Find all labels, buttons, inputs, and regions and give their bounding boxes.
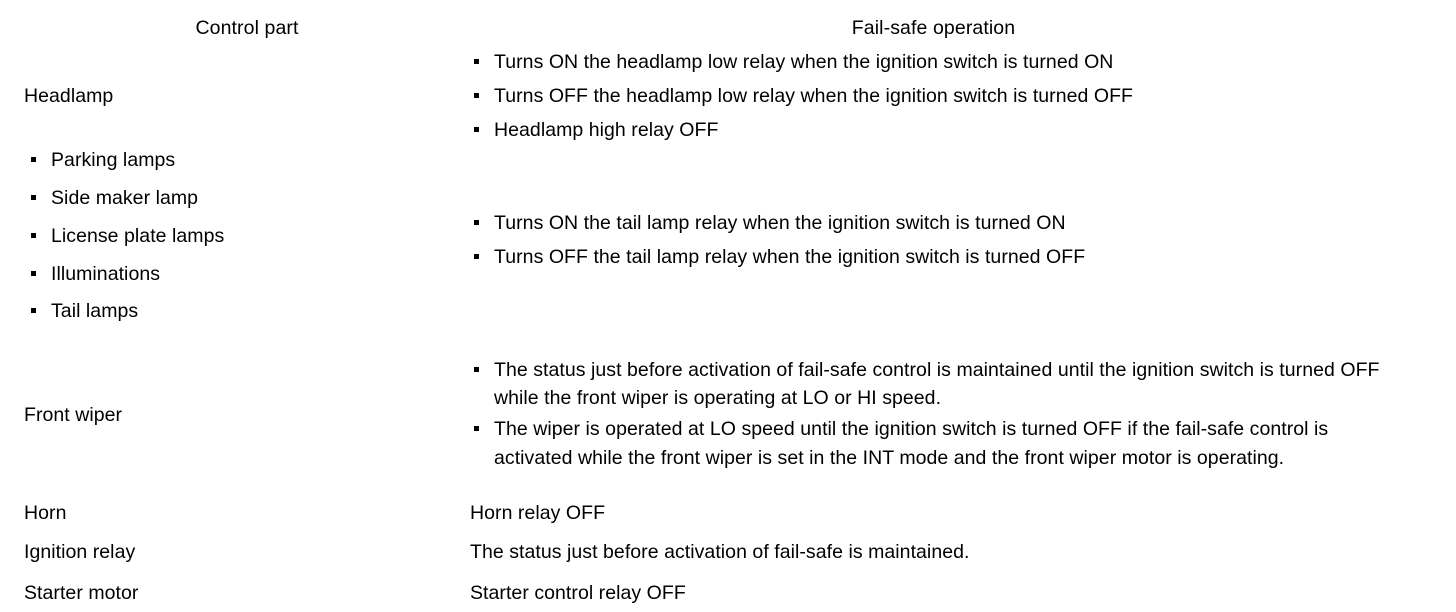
column-header-control-part: Control part bbox=[24, 10, 470, 47]
control-part-list: Parking lamps Side maker lamp License pl… bbox=[24, 146, 470, 326]
list-item: Parking lamps bbox=[24, 146, 470, 175]
operation-text: Horn relay OFF bbox=[470, 502, 606, 525]
cell-operation-horn: Horn relay OFF bbox=[470, 495, 1397, 533]
cell-control-part-horn: Horn bbox=[24, 495, 470, 533]
cell-operation-ignition-relay: The status just before activation of fai… bbox=[470, 532, 1397, 573]
list-item: Turns ON the headlamp low relay when the… bbox=[470, 48, 1397, 77]
table-row: Ignition relay The status just before ac… bbox=[24, 532, 1397, 573]
list-item: The status just before activation of fai… bbox=[470, 356, 1397, 414]
cell-control-part-headlamp: Headlamp bbox=[24, 47, 470, 146]
list-item: Illuminations bbox=[24, 260, 470, 289]
list-item: Headlamp high relay OFF bbox=[470, 116, 1397, 145]
table-row: Front wiper The status just before activ… bbox=[24, 335, 1397, 496]
list-item: Tail lamps bbox=[24, 297, 470, 326]
operation-text: Starter control relay OFF bbox=[470, 582, 686, 605]
operation-list: Turns ON the tail lamp relay when the ig… bbox=[470, 209, 1397, 272]
operation-list: The status just before activation of fai… bbox=[470, 356, 1397, 473]
part-label: Starter motor bbox=[24, 582, 139, 605]
cell-control-part-front-wiper: Front wiper bbox=[24, 335, 470, 496]
part-label: Headlamp bbox=[24, 84, 114, 107]
list-item: Side maker lamp bbox=[24, 184, 470, 213]
cell-operation-headlamp: Turns ON the headlamp low relay when the… bbox=[470, 47, 1397, 146]
list-item: Turns OFF the headlamp low relay when th… bbox=[470, 82, 1397, 111]
list-item: License plate lamps bbox=[24, 222, 470, 251]
part-label: Horn bbox=[24, 502, 67, 525]
table-row: Parking lamps Side maker lamp License pl… bbox=[24, 146, 1397, 336]
column-header-fail-safe-operation: Fail-safe operation bbox=[470, 10, 1397, 47]
operation-text: The status just before activation of fai… bbox=[470, 540, 970, 563]
header-row: Control part Fail-safe operation bbox=[24, 10, 1397, 47]
cell-control-part-starter-motor: Starter motor bbox=[24, 572, 470, 612]
table-body: Headlamp Turns ON the headlamp low relay… bbox=[24, 47, 1397, 612]
table-row: Starter motor Starter control relay OFF bbox=[24, 572, 1397, 612]
cell-control-part-ignition-relay: Ignition relay bbox=[24, 532, 470, 573]
list-item: The wiper is operated at LO speed until … bbox=[470, 415, 1397, 473]
operation-list: Turns ON the headlamp low relay when the… bbox=[470, 48, 1397, 145]
list-item: Turns ON the tail lamp relay when the ig… bbox=[470, 209, 1397, 238]
cell-operation-starter-motor: Starter control relay OFF bbox=[470, 572, 1397, 612]
part-label: Front wiper bbox=[24, 403, 123, 426]
fail-safe-operation-table: Control part Fail-safe operation Headlam… bbox=[24, 10, 1397, 612]
table-row: Horn Horn relay OFF bbox=[24, 495, 1397, 533]
cell-control-part-lamps: Parking lamps Side maker lamp License pl… bbox=[24, 146, 470, 336]
part-label: Ignition relay bbox=[24, 540, 136, 563]
table-row: Headlamp Turns ON the headlamp low relay… bbox=[24, 47, 1397, 146]
table-header: Control part Fail-safe operation bbox=[24, 10, 1397, 47]
cell-operation-lamps: Turns ON the tail lamp relay when the ig… bbox=[470, 146, 1397, 336]
list-item: Turns OFF the tail lamp relay when the i… bbox=[470, 243, 1397, 272]
cell-operation-front-wiper: The status just before activation of fai… bbox=[470, 335, 1397, 496]
